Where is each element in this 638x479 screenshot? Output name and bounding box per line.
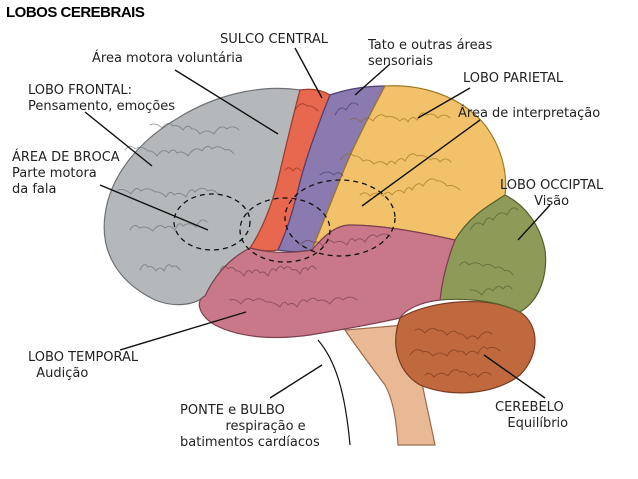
label-ponte-bulbo: PONTE e BULBO respiração e batimentos ca… [180,403,320,450]
gyrus-line [139,264,181,273]
leader-tato [354,63,391,96]
label-cerebelo: CEREBELO Equilíbrio [495,400,569,431]
label-sulco-central: SULCO CENTRAL [220,32,329,47]
gyrus-line [414,327,493,340]
leader-lobo-temporal [119,311,247,351]
gyrus-line [117,187,219,198]
gyrus-line [284,167,302,172]
speech-area-circle [239,197,331,263]
label-lobo-frontal: LOBO FRONTAL: Pensamento, emoções [28,83,176,114]
gyrus-line [409,346,501,357]
label-lobo-temporal: LOBO TEMPORAL Audição [28,350,139,381]
leader-lobo-parietal [417,87,471,119]
gyrus-line [339,153,452,166]
gyrus-line [299,233,392,247]
label-lobo-occipital: LOBO OCCIPTAL Visão [500,178,604,209]
leader-ponte-bulbo [269,364,323,399]
label-area-interpretacao: Área de interpretação [458,106,601,121]
gyrus-line [219,265,317,278]
label-lobo-parietal: LOBO PARIETAL [463,71,564,86]
interpretation-area-circle [284,179,396,257]
occipital-lobe [439,194,547,313]
label-area-motora: Área motora voluntária [92,51,243,66]
gyrus-line [294,103,319,112]
leader-area-motora [174,69,279,135]
gyrus-line [129,219,208,232]
gyrus-line [424,369,492,378]
gyrus-line [349,112,451,123]
cerebellum [395,300,536,394]
leader-area-interpretacao [361,119,481,207]
label-area-broca: ÁREA DE BROCA Parte motora da fala [12,150,120,197]
gyrus-line [149,122,240,135]
gyrus-line [469,285,513,296]
leader-ponte-bulbo-curve [317,339,351,446]
leader-cerebelo [483,354,546,399]
temporal-lobe [198,224,456,339]
broca-area-circle [173,193,251,251]
gyrus-line [359,178,461,197]
leader-lobo-frontal [84,111,153,167]
leader-area-broca [99,184,209,231]
gyrus-line [334,102,359,116]
diagram-title: LOBOS CEREBRAIS [6,4,145,21]
leader-sulco-central [294,47,323,99]
label-tato: Tato e outras áreas sensoriais [368,38,493,69]
gyrus-line [459,261,514,276]
gyrus-line [124,145,235,157]
leader-lobo-occipital [517,204,551,241]
gyrus-line [469,207,519,231]
gyrus-line [319,171,344,177]
gyrus-line [229,296,358,308]
